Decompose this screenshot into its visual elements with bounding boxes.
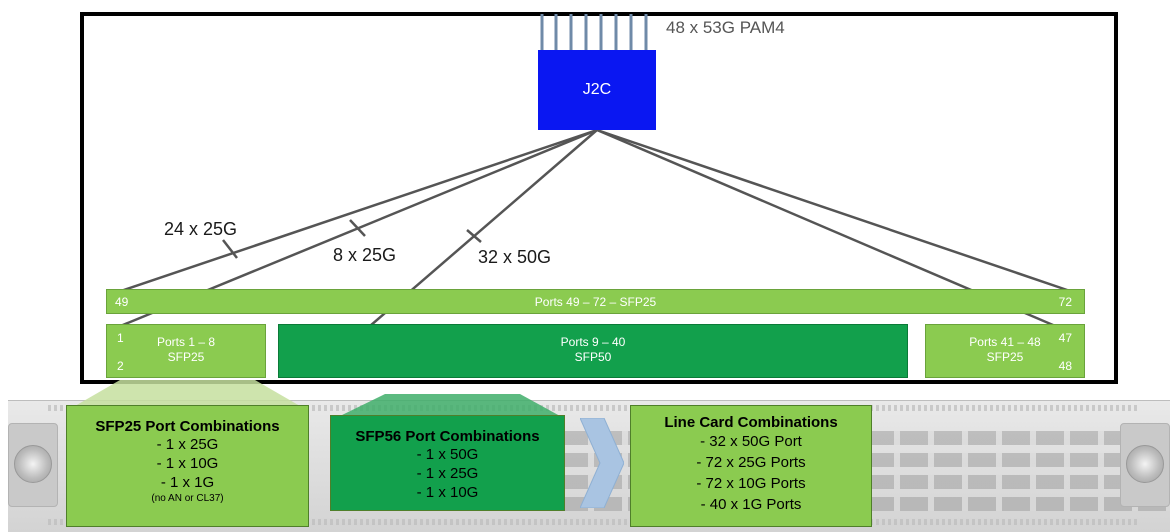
block-line1: Ports 1 – 8 [156, 335, 216, 349]
bar-label: Ports 49 – 72 – SFP25 [534, 295, 657, 309]
sfp56-callout [340, 394, 560, 416]
ports-1-8-block: 1 2 Ports 1 – 8 SFP25 [106, 324, 266, 378]
port-number: 72 [1058, 295, 1072, 309]
box-title: Line Card Combinations [664, 414, 838, 431]
chevron-right-icon [580, 418, 624, 508]
link-label-24x25g: 24 x 25G [164, 219, 238, 239]
block-line2: SFP25 [167, 350, 205, 364]
list-item: - 1 x 50G [416, 446, 479, 463]
link-to-port-72 [596, 128, 1071, 293]
list-item: - 72 x 10G Ports [696, 475, 806, 492]
port-number: 48 [1058, 359, 1072, 373]
list-item: - 1 x 1G [160, 474, 215, 491]
chassis-vent [48, 405, 1138, 411]
ports-49-72-bar: 49 Ports 49 – 72 – SFP25 72 [106, 289, 1085, 314]
link-tick [349, 219, 366, 237]
serdes-label: 48 x 53G PAM4 [666, 18, 785, 37]
link-label-32x50g: 32 x 50G [478, 247, 552, 267]
box-title: SFP56 Port Combinations [355, 428, 540, 445]
sfp25-callout [75, 380, 300, 406]
box-note: (no AN or CL37) [151, 493, 224, 504]
port-number: 49 [115, 295, 129, 309]
ports-41-48-block: 47 48 Ports 41 – 48 SFP25 [925, 324, 1085, 378]
list-item: - 1 x 25G [156, 436, 219, 453]
ports-9-40-block: Ports 9 – 40 SFP50 [278, 324, 908, 378]
block-line1: Ports 9 – 40 [560, 335, 626, 349]
link-label-8x25g: 8 x 25G [333, 245, 397, 265]
list-item: - 1 x 10G [416, 484, 479, 501]
chassis-vent [48, 519, 1138, 525]
left-screw-icon [14, 445, 52, 483]
block-line2: SFP50 [574, 350, 612, 364]
list-item: - 1 x 10G [156, 455, 219, 472]
list-item: - 40 x 1G Ports [700, 496, 802, 513]
block-line1: Ports 41 – 48 [969, 335, 1041, 349]
link-to-port-49 [117, 128, 598, 294]
box-title: SFP25 Port Combinations [95, 418, 280, 435]
right-screw-icon [1126, 445, 1164, 483]
list-item: - 72 x 25G Ports [696, 454, 806, 471]
port-number: 2 [117, 359, 124, 373]
list-item: - 32 x 50G Port [700, 433, 802, 450]
port-number: 1 [117, 331, 124, 345]
sfp56-combinations-box: SFP56 Port Combinations - 1 x 50G - 1 x … [330, 415, 565, 511]
line-card-combinations-box: Line Card Combinations - 32 x 50G Port -… [630, 405, 872, 527]
block-line2: SFP25 [986, 350, 1024, 364]
link-tick [466, 229, 482, 243]
j2c-chip: J2C [538, 50, 656, 130]
sfp25-combinations-box: SFP25 Port Combinations - 1 x 25G - 1 x … [66, 405, 309, 527]
link-tick [222, 239, 238, 259]
list-item: - 1 x 25G [416, 465, 479, 482]
serdes-lines [540, 14, 648, 50]
port-number: 47 [1058, 331, 1072, 345]
